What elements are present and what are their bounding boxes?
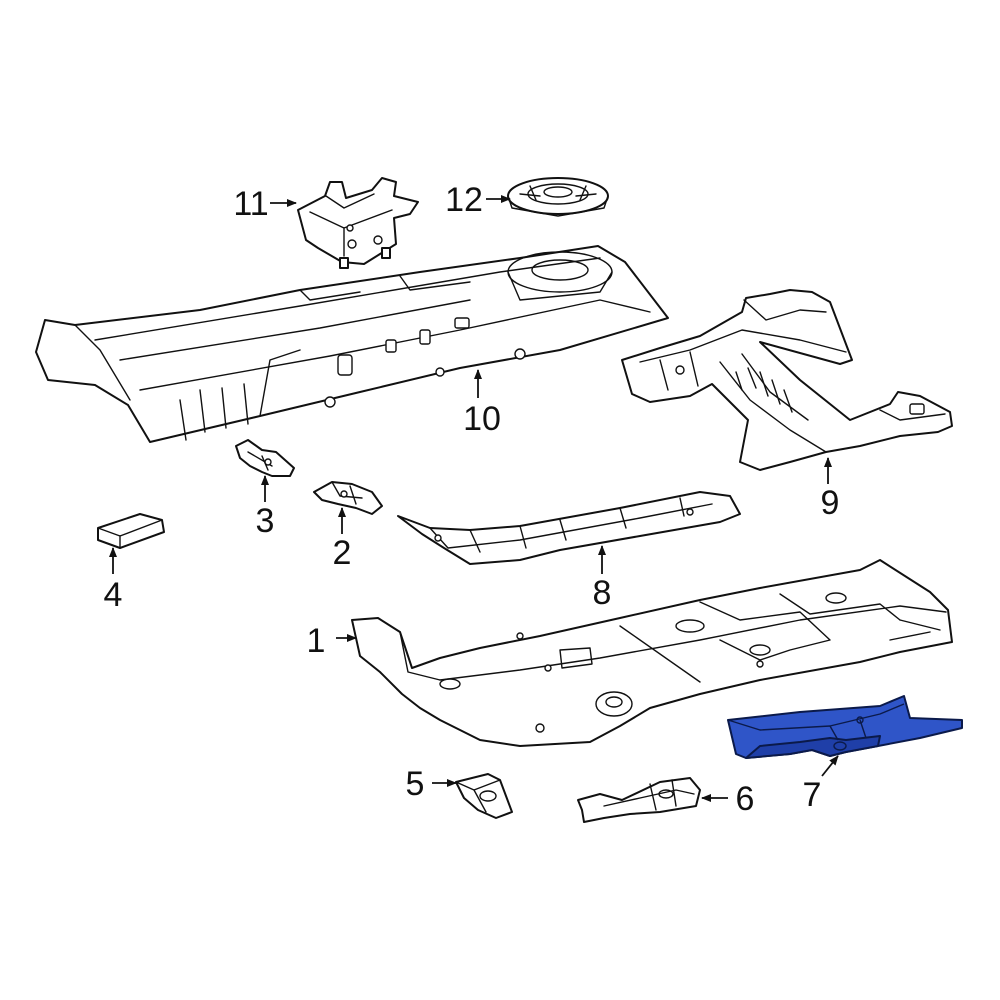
part-7-highlighted-member[interactable] <box>727 695 963 759</box>
part-6-reinforcement[interactable] <box>577 777 701 823</box>
callout-2: 2 <box>333 534 352 572</box>
callout-1: 1 <box>307 622 326 660</box>
part-8-side-rail[interactable] <box>397 491 741 565</box>
callout-8: 8 <box>593 574 612 612</box>
part-10-dash-floor-panel[interactable] <box>35 245 669 443</box>
callout-10: 10 <box>463 400 501 438</box>
part-3-small-bracket[interactable] <box>235 439 295 477</box>
callout-5: 5 <box>406 765 425 803</box>
part-2-small-bracket[interactable] <box>313 481 383 515</box>
callout-4: 4 <box>104 576 123 614</box>
part-12-mount-cap[interactable] <box>507 177 609 217</box>
leader-7 <box>821 755 839 777</box>
part-4-block[interactable] <box>97 513 165 549</box>
part-11-bracket[interactable] <box>297 177 419 269</box>
part-9-rear-frame[interactable] <box>621 289 953 471</box>
callout-3: 3 <box>256 502 275 540</box>
callout-6: 6 <box>736 780 755 818</box>
part-5-bracket[interactable] <box>455 773 513 819</box>
callout-9: 9 <box>821 484 840 522</box>
callout-7: 7 <box>803 776 822 814</box>
callout-12: 12 <box>445 181 483 219</box>
part-1-floor-pan[interactable] <box>351 559 953 747</box>
callout-11: 11 <box>233 185 268 223</box>
